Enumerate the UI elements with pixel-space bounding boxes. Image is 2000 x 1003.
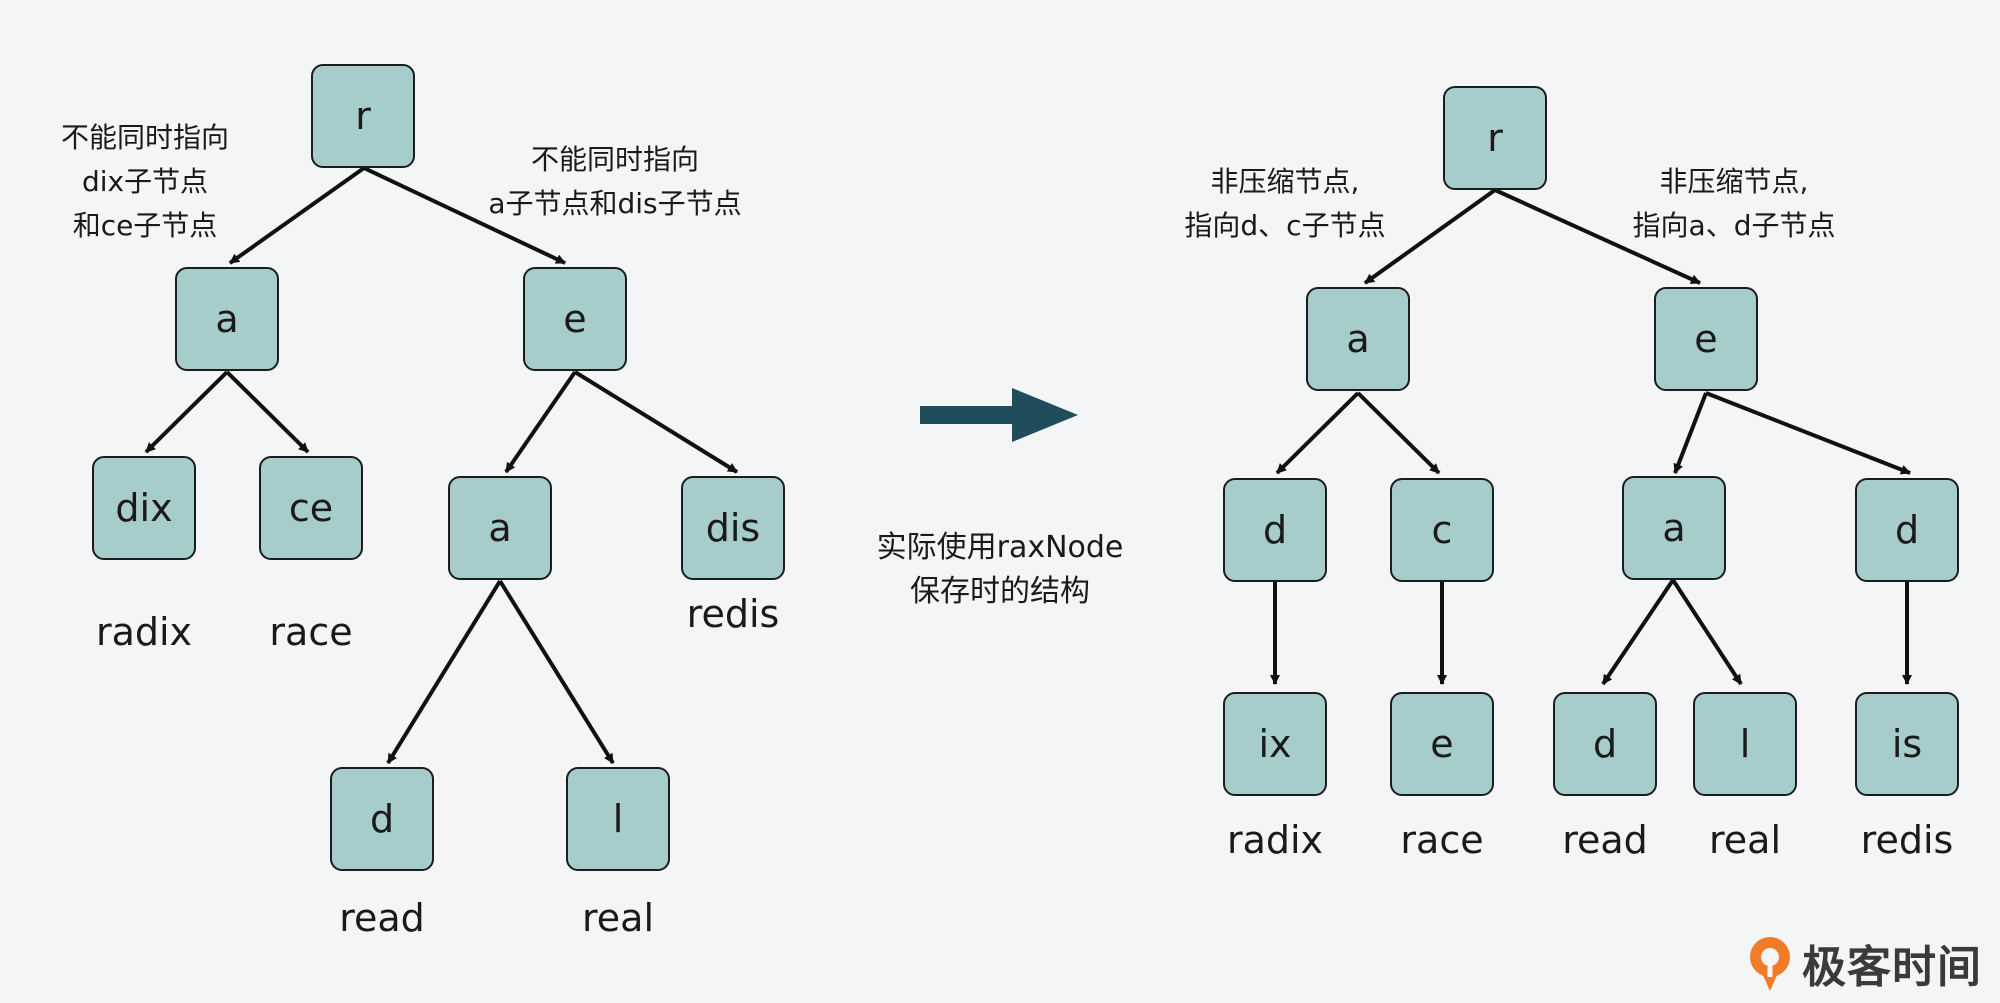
note-line: 指向a、d子节点 xyxy=(1632,209,1836,242)
left-node-ce: ce xyxy=(259,456,363,560)
left-word-radix: radix xyxy=(95,610,193,654)
edge-r2-e xyxy=(1494,188,1701,285)
left-note-a: 不能同时指向 dix子节点 和ce子节点 xyxy=(40,116,250,248)
caption-line: 保存时的结构 xyxy=(910,574,1090,609)
left-word-redis: redis xyxy=(686,592,780,636)
right-node-d1: d xyxy=(1223,478,1327,582)
logo-text: 极客时间 xyxy=(1802,942,1982,993)
right-node-l: l xyxy=(1693,692,1797,796)
right-note-e: 非压缩节点, 指向a、d子节点 xyxy=(1614,160,1854,248)
geektime-logo-icon xyxy=(1750,937,1790,991)
left-word-read: read xyxy=(339,896,425,940)
right-note-a: 非压缩节点, 指向d、c子节点 xyxy=(1165,160,1405,248)
edge-r2-a xyxy=(1363,188,1497,285)
left-node-l: l xyxy=(566,767,670,871)
edge-a-dix xyxy=(144,370,229,454)
right-node-a: a xyxy=(1306,287,1410,391)
left-note-e: 不能同时指向 a子节点和dis子节点 xyxy=(470,138,760,226)
right-node-r: r xyxy=(1443,86,1547,190)
right-node-a2: a xyxy=(1622,476,1726,580)
note-line: 不能同时指向 xyxy=(60,121,229,154)
left-word-race: race xyxy=(269,610,353,654)
right-word-redis: redis xyxy=(1860,818,1954,862)
edge-a-d xyxy=(386,579,502,765)
note-line: 指向d、c子节点 xyxy=(1184,209,1386,242)
left-node-e: e xyxy=(523,267,627,371)
right-node-e2: e xyxy=(1390,692,1494,796)
right-node-c: c xyxy=(1390,478,1494,582)
right-node-ix: ix xyxy=(1223,692,1327,796)
left-node-d: d xyxy=(330,767,434,871)
edge-r-a xyxy=(228,166,366,265)
note-line: 非压缩节点, xyxy=(1659,165,1809,198)
edge-e2-d xyxy=(1705,391,1911,475)
geektime-logo: 极客时间 xyxy=(1744,932,1982,994)
caption-line: 实际使用raxNode xyxy=(876,530,1124,565)
right-word-real: real xyxy=(1708,818,1781,862)
edge-e2-a xyxy=(1673,392,1708,474)
note-line: dix子节点 xyxy=(81,165,209,198)
transform-caption: 实际使用raxNode 保存时的结构 xyxy=(860,526,1140,614)
right-node-is: is xyxy=(1855,692,1959,796)
right-node-d3: d xyxy=(1553,692,1657,796)
edge-e-a xyxy=(504,370,577,474)
edge-a2-c xyxy=(1356,391,1441,475)
right-word-race: race xyxy=(1400,818,1484,862)
edge-a-ce xyxy=(225,370,310,454)
edge-a2-d xyxy=(1275,391,1360,475)
edge-e-dis xyxy=(573,370,739,474)
left-word-real: real xyxy=(581,896,654,940)
right-node-d2: d xyxy=(1855,478,1959,582)
edge-a-l xyxy=(498,579,615,765)
left-node-dis: dis xyxy=(681,476,785,580)
left-node-r: r xyxy=(311,64,415,168)
edge-a2-d3 xyxy=(1601,578,1675,686)
right-word-radix: radix xyxy=(1226,818,1324,862)
note-line: a子节点和dis子节点 xyxy=(488,187,742,220)
edge-r-e xyxy=(363,166,566,265)
note-line: 和ce子节点 xyxy=(72,209,218,242)
edge-a2-l xyxy=(1671,578,1743,686)
transform-arrow-head xyxy=(1012,388,1078,442)
note-line: 不能同时指向 xyxy=(530,143,699,176)
left-node-dix: dix xyxy=(92,456,196,560)
left-node-a2: a xyxy=(448,476,552,580)
left-node-a: a xyxy=(175,267,279,371)
transform-arrow-shaft xyxy=(920,406,1020,424)
note-line: 非压缩节点, xyxy=(1210,165,1360,198)
right-word-read: read xyxy=(1562,818,1648,862)
right-node-e: e xyxy=(1654,287,1758,391)
